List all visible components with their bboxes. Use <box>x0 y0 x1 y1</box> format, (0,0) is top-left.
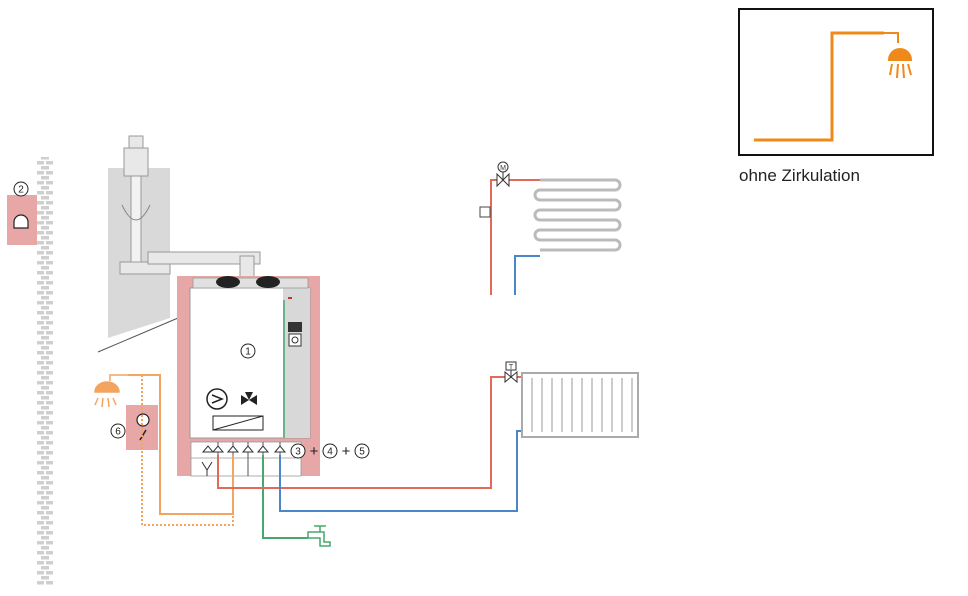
heating-return-pipe <box>279 430 524 512</box>
boiler: 1 <box>177 276 320 477</box>
plus-2: + <box>342 443 351 460</box>
mixing-valve-icon: M <box>496 161 510 188</box>
underfloor-heating: M <box>479 161 622 295</box>
cold-water-pipe <box>262 455 308 539</box>
label-5: 5 <box>359 447 365 458</box>
plus-1: + <box>310 443 319 460</box>
legend-box <box>738 8 934 156</box>
expansion-tank: 2 <box>7 181 37 245</box>
accessory-labels: 3 + 4 + 5 <box>290 443 370 460</box>
tap-icon <box>307 525 331 547</box>
label-2: 2 <box>18 185 24 196</box>
hot-water-station: 6 <box>94 374 158 450</box>
label-1: 1 <box>245 347 251 358</box>
thermostat-label: T <box>509 364 514 371</box>
shower-icon <box>94 374 128 408</box>
radiator-valve-icon: T <box>504 361 518 384</box>
heating-flow-pipe <box>217 376 505 489</box>
three-way-valve-icon <box>241 392 257 405</box>
label-4: 4 <box>327 447 333 458</box>
radiator: T <box>504 361 639 438</box>
hot-water-pipes <box>128 374 234 526</box>
legend-shower-icon <box>884 32 913 79</box>
pump-icon <box>206 388 228 410</box>
label-3: 3 <box>295 447 301 458</box>
brick-wall <box>37 157 53 586</box>
label-6: 6 <box>115 427 121 438</box>
underfloor-heating-coil <box>533 178 622 252</box>
motor-label: M <box>500 165 506 172</box>
legend-caption: ohne Zirkulation <box>739 166 860 185</box>
flue-pipe <box>97 135 261 353</box>
